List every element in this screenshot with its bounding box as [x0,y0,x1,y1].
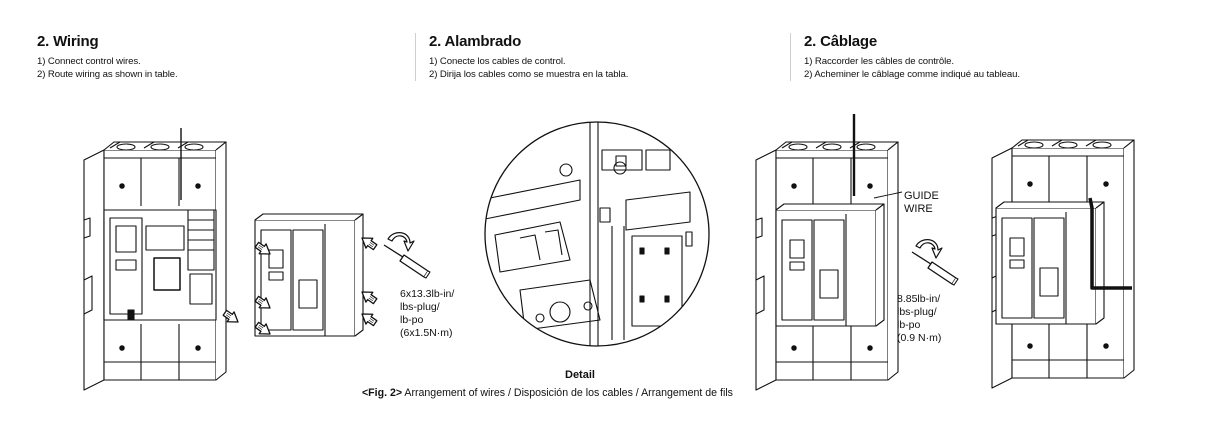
step-2: 2) Acheminer le câblage comme indiqué au… [804,68,1020,80]
torque-line: lb-po [897,319,921,331]
step-2: 2) Route wiring as shown in table. [37,68,178,80]
step-1: 1) Connect control wires. [37,56,141,67]
step-1: 1) Conecte los cables de control. [429,56,566,67]
torque-line: (6x1.5N·m) [400,327,453,339]
torque-guide-label: 8.85lb-in/ lbs-plug/ lb-po (0.9 N·m) [897,293,941,345]
torque-line: 8.85lb-in/ [897,293,941,305]
torque-line: lbs-plug/ [400,301,440,313]
torque-line: 6x13.3lb-in/ [400,288,455,300]
screwdriver-icon [911,238,959,286]
torque-line: lb-po [400,314,424,326]
detail-circle-drawing [484,121,710,347]
section-french: 2. Câblage 1) Raccorder les câbles de co… [790,33,1020,81]
breaker-guide-wire-drawing [755,114,903,391]
screwdriver-icon [383,231,431,279]
step-2: 2) Dirija los cables como se muestra en … [429,68,629,80]
section-english: 2. Wiring 1) Connect control wires. 2) R… [37,33,178,81]
torque-line: (0.9 N·m) [897,332,942,344]
section-title: 2. Wiring [37,33,99,50]
guide-line: WIRE [904,203,933,215]
detail-label: Detail [565,369,595,381]
breaker-complete-drawing [991,139,1135,389]
torque-cover-label: 6x13.3lb-in/ lbs-plug/ lb-po (6x1.5N·m) [400,288,454,340]
figure-caption: <Fig. 2> Arrangement of wires / Disposic… [362,387,733,399]
front-cover-drawing [254,213,364,337]
caption-prefix: <Fig. 2> [362,387,403,399]
breaker-open-drawing [83,128,227,391]
torque-line: lbs-plug/ [897,306,937,318]
guide-line: GUIDE [904,190,939,202]
routed-wire [1088,197,1132,290]
caption-text: Arrangement of wires / Disposición de lo… [402,387,733,399]
section-title: 2. Câblage [804,33,878,50]
section-title: 2. Alambrado [429,33,522,50]
guide-wire-label: GUIDE WIRE [904,190,939,216]
step-1: 1) Raccorder les câbles de contrôle. [804,56,954,67]
section-spanish: 2. Alambrado 1) Conecte los cables de co… [415,33,628,81]
